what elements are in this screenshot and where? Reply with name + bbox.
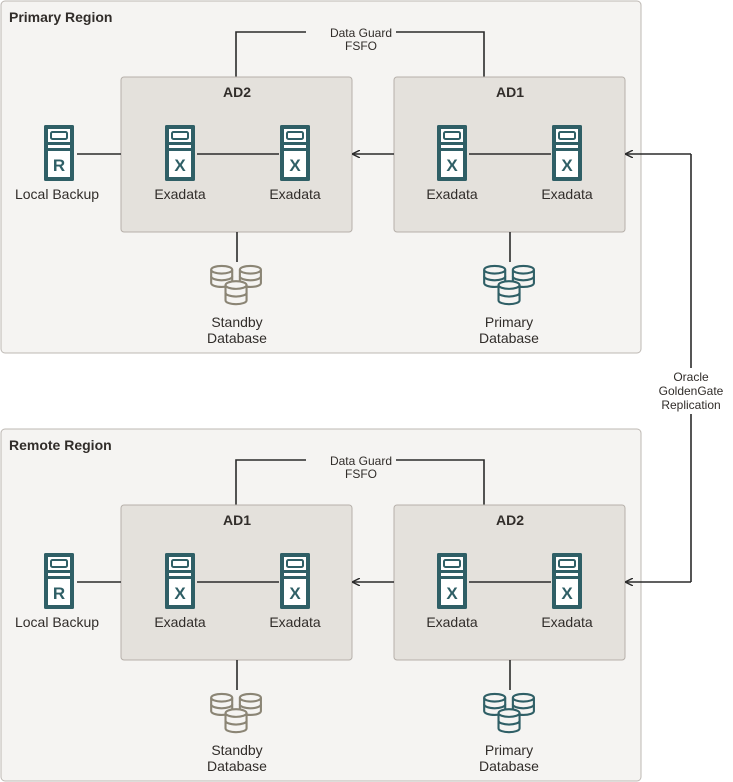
exadata-server-icon: X — [551, 124, 583, 182]
exadata-label: Exadata — [269, 186, 321, 202]
ad-title-left: AD2 — [223, 84, 251, 100]
primary-db-label-line2: Database — [479, 758, 539, 774]
goldengate-replication: Oracle GoldenGate Replication — [626, 154, 724, 582]
server-icon-letter: X — [289, 156, 301, 175]
standby-db-label-line1: Standby — [211, 742, 262, 758]
data-guard-label: Data Guard — [330, 454, 392, 468]
standby-db-label-line2: Database — [207, 758, 267, 774]
replication-label-line2: GoldenGate — [659, 384, 724, 398]
exadata-label: Exadata — [154, 186, 206, 202]
standby-db-label-line2: Database — [207, 330, 267, 346]
region-title: Primary Region — [9, 9, 112, 25]
ad-title-right: AD2 — [496, 512, 524, 528]
data-guard-connector — [235, 459, 485, 505]
ad-title-left: AD1 — [223, 512, 251, 528]
server-icon-letter: X — [446, 584, 458, 603]
backup-icon-letter: R — [53, 584, 65, 603]
primary-db-label-line2: Database — [479, 330, 539, 346]
ad-title-right: AD1 — [496, 84, 524, 100]
region-title: Remote Region — [9, 437, 112, 453]
backup-label: Local Backup — [15, 186, 99, 202]
exadata-server-icon: X — [164, 552, 196, 610]
backup-icon-letter: R — [53, 156, 65, 175]
exadata-label: Exadata — [426, 614, 478, 630]
primary-db-label-line1: Primary — [485, 742, 533, 758]
exadata-server-icon: X — [164, 124, 196, 182]
standby-db-label-line1: Standby — [211, 314, 262, 330]
data-guard-label: Data Guard — [330, 26, 392, 40]
exadata-label: Exadata — [426, 186, 478, 202]
exadata-label: Exadata — [269, 614, 321, 630]
server-icon-letter: X — [174, 156, 186, 175]
server-icon-letter: X — [561, 584, 573, 603]
remote-region: Remote Region Data Guard FSFO AD1 AD2 R … — [0, 428, 642, 782]
server-icon-letter: X — [174, 584, 186, 603]
exadata-server-icon: X — [436, 552, 468, 610]
backup-label: Local Backup — [15, 614, 99, 630]
primary-region: Primary Region Data Guard FSFO AD2 AD1 R… — [0, 0, 642, 354]
exadata-server-icon: X — [279, 552, 311, 610]
server-icon-letter: X — [561, 156, 573, 175]
replication-label-line1: Oracle — [673, 370, 709, 384]
server-icon-letter: X — [446, 156, 458, 175]
fsfo-label: FSFO — [345, 39, 377, 53]
exadata-label: Exadata — [541, 186, 593, 202]
replication-label-line3: Replication — [661, 398, 720, 412]
backup-server-icon: R — [43, 552, 75, 610]
exadata-server-icon: X — [551, 552, 583, 610]
exadata-server-icon: X — [279, 124, 311, 182]
data-guard-connector — [235, 31, 485, 77]
backup-server-icon: R — [43, 124, 75, 182]
fsfo-label: FSFO — [345, 467, 377, 481]
exadata-label: Exadata — [541, 614, 593, 630]
exadata-label: Exadata — [154, 614, 206, 630]
primary-db-label-line1: Primary — [485, 314, 533, 330]
server-icon-letter: X — [289, 584, 301, 603]
exadata-server-icon: X — [436, 124, 468, 182]
